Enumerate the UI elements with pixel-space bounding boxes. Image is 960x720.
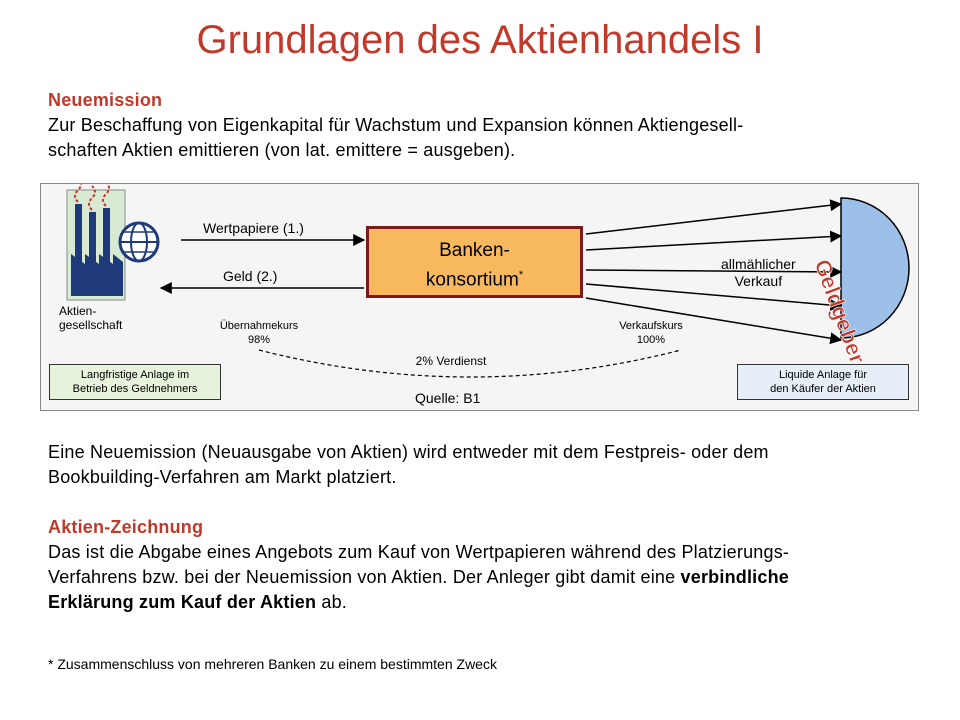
intro-line-1: Zur Beschaffung von Eigenkapital für Wac… xyxy=(48,115,744,135)
profit-curve xyxy=(258,349,682,378)
footnote: * Zusammenschluss von mehreren Banken zu… xyxy=(48,656,497,672)
subscription-heading: Aktien-Zeichnung xyxy=(48,517,204,537)
securities-label: Wertpapiere (1.) xyxy=(203,220,304,236)
subscription-section: Aktien-Zeichnung Das ist die Abgabe eine… xyxy=(48,515,918,615)
takeover-rate: Übernahmekurs 98% xyxy=(219,320,299,346)
bank-consortium-box: Banken- konsortium* xyxy=(366,226,583,298)
factory-icon xyxy=(66,184,126,301)
investor-shape xyxy=(840,197,910,339)
intro-section: Neuemission Zur Beschaffung von Eigenkap… xyxy=(48,88,908,163)
profit-label: 2% Verdienst xyxy=(415,354,487,368)
page-title: Grundlagen des Aktienhandels I xyxy=(196,18,764,62)
sale-label: allmählicher Verkauf xyxy=(721,256,796,289)
sale-rate: Verkaufskurs 100% xyxy=(619,320,683,346)
source-label: Quelle: B1 xyxy=(415,390,481,406)
money-label: Geld (2.) xyxy=(223,268,278,284)
intro-heading: Neuemission xyxy=(48,90,163,110)
right-info-box: Liquide Anlage für den Käufer der Aktien xyxy=(737,364,909,400)
globe-icon xyxy=(118,221,160,263)
company-label: Aktien- gesellschaft xyxy=(59,304,123,332)
emission-description: Eine Neuemission (Neuausgabe von Aktien)… xyxy=(48,442,769,487)
emission-diagram: Aktien- gesellschaft Wertpapiere (1.) Ge… xyxy=(40,183,919,411)
intro-line-2: schaften Aktien emittieren (von lat. emi… xyxy=(48,140,516,160)
left-info-box: Langfristige Anlage im Betrieb des Geldn… xyxy=(49,364,221,400)
diagram-graphics xyxy=(66,184,910,378)
